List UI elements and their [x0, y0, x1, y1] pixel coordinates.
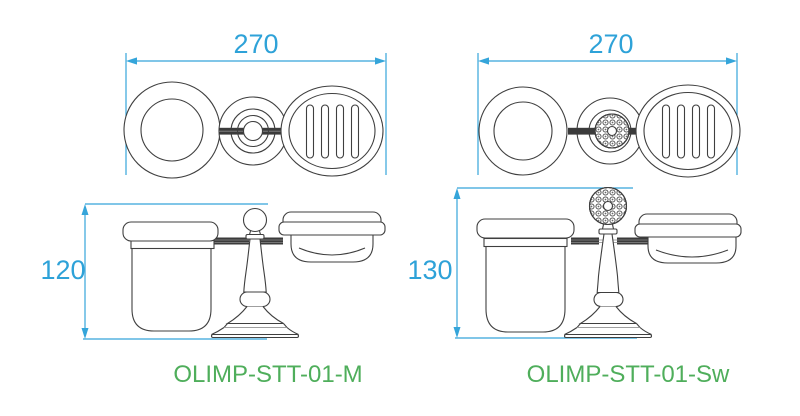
tumbler-m	[122, 221, 219, 332]
crystal-ball-finial	[588, 186, 628, 226]
soap-dish-m	[278, 211, 386, 263]
height-dimension-m: 120	[40, 255, 86, 285]
arrow-left-icon	[126, 57, 137, 65]
arrow-up-icon	[453, 188, 461, 199]
soap-dish-sw	[634, 213, 742, 264]
front-view-m	[81, 203, 386, 340]
top-view-sw	[477, 53, 741, 178]
arrow-up-icon	[81, 204, 89, 215]
tumbler-sw	[476, 218, 575, 333]
arrow-down-icon	[81, 328, 89, 339]
product-label-m: OLIMP-STT-01-M	[173, 361, 363, 388]
front-view-sw	[453, 186, 742, 339]
arrow-down-icon	[453, 327, 461, 338]
arrow-left-icon	[478, 57, 489, 65]
height-dimension-sw: 130	[407, 255, 453, 285]
product-label-sw: OLIMP-STT-01-Sw	[526, 361, 730, 388]
crystal-knob-top	[594, 113, 630, 149]
arrow-right-icon	[375, 57, 386, 65]
arrow-right-icon	[726, 57, 737, 65]
top-view-m	[123, 53, 387, 179]
pedestal-m	[210, 207, 300, 339]
width-dimension-sw: 270	[588, 29, 634, 59]
width-dimension-m: 270	[233, 29, 279, 59]
pedestal-sw	[563, 186, 653, 339]
